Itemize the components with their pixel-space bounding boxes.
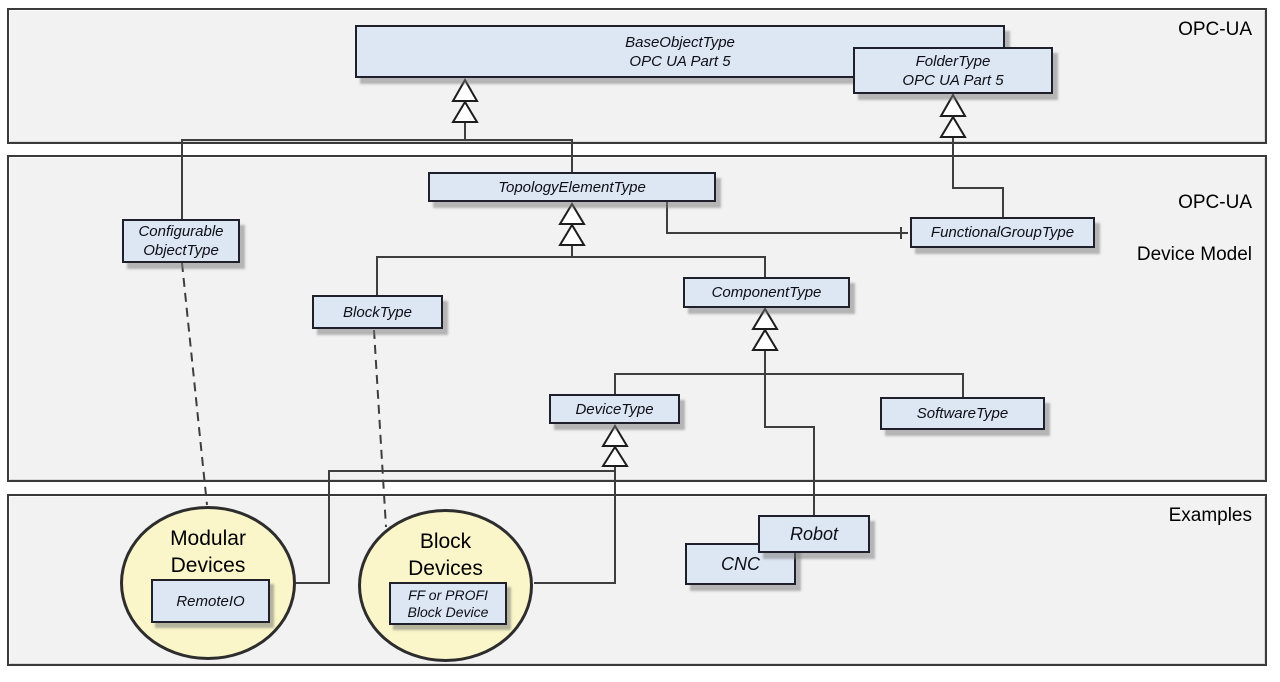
band-device-model-label-line1: OPC-UA [1178, 192, 1252, 213]
node-base-object-type-line2: OPC UA Part 5 [629, 52, 731, 70]
band-device-model-label-line2: Device Model [1136, 244, 1252, 265]
node-folder-type: FolderType OPC UA Part 5 [853, 47, 1053, 94]
edge-device-modulardevices [296, 470, 615, 584]
node-functional-group-type: FunctionalGroupType [910, 217, 1095, 248]
edge-baseobject-rail [181, 139, 573, 219]
edge-topology-functionalgroup [666, 202, 908, 234]
node-topology-element-type: TopologyElementType [428, 172, 716, 202]
node-ff-block-device: FF or PROFI Block Device [389, 582, 507, 625]
node-software-type-label: SoftwareType [916, 405, 1009, 422]
node-functional-group-type-label: FunctionalGroupType [930, 224, 1075, 241]
node-base-object-type-line1: BaseObjectType [625, 33, 735, 51]
edge-device-blockdevices [534, 466, 616, 584]
generalization-arrow [601, 424, 629, 447]
node-robot: Robot [758, 515, 870, 553]
node-folder-type-line2: OPC UA Part 5 [902, 71, 1004, 89]
modular-devices-label-line1: Modular [170, 527, 246, 550]
node-block-type: BlockType [312, 295, 443, 329]
band-device-model-label: OPC-UA Device Model [1137, 164, 1252, 294]
node-topology-element-type-label: TopologyElementType [498, 178, 646, 196]
edge-configurable-modular-dashed [181, 262, 208, 506]
node-ff-block-device-line2: Block Device [407, 603, 489, 620]
node-remote-io: RemoteIO [151, 579, 270, 623]
generalization-arrow [558, 223, 586, 246]
modular-devices-label-line2: Devices [170, 554, 246, 577]
node-remote-io-label: RemoteIO [176, 592, 245, 610]
node-ff-block-device-line1: FF or PROFI [408, 586, 488, 603]
band-opc-ua-label: OPC-UA [1178, 19, 1252, 40]
node-configurable-object-type-line1: Configurable [138, 223, 224, 240]
generalization-arrow [939, 92, 967, 117]
generalization-arrow [751, 328, 779, 351]
edge-blocktype-blockdevices-dashed [373, 329, 387, 528]
node-block-type-label: BlockType [343, 303, 412, 321]
node-device-type: DeviceType [549, 394, 680, 424]
block-devices-label-line2: Devices [408, 557, 483, 580]
generalization-arrow [601, 445, 629, 467]
node-device-type-label: DeviceType [575, 400, 654, 418]
band-opc-ua-device-model: OPC-UA Device Model [7, 155, 1267, 482]
edge-component-rail [614, 373, 964, 397]
generalization-arrow [939, 115, 967, 138]
generalization-arrow [558, 202, 586, 225]
node-configurable-object-type: Configurable ObjectType [122, 219, 240, 263]
node-component-type: ComponentType [683, 277, 850, 308]
edge-component-robot [764, 350, 815, 515]
block-devices-label-line1: Block [419, 530, 472, 553]
generalization-arrow [751, 307, 779, 330]
node-cnc-label: CNC [721, 553, 760, 574]
generalization-arrow [451, 77, 479, 102]
node-folder-type-line1: FolderType [915, 52, 991, 70]
generalization-arrow [451, 100, 479, 123]
band-examples-label: Examples [1168, 505, 1252, 526]
node-robot-label: Robot [789, 523, 839, 544]
node-component-type-label: ComponentType [711, 284, 822, 301]
edge-foldertype-functionalgroup [952, 137, 1004, 217]
node-configurable-object-type-line2: ObjectType [143, 242, 219, 259]
node-software-type: SoftwareType [880, 397, 1045, 430]
